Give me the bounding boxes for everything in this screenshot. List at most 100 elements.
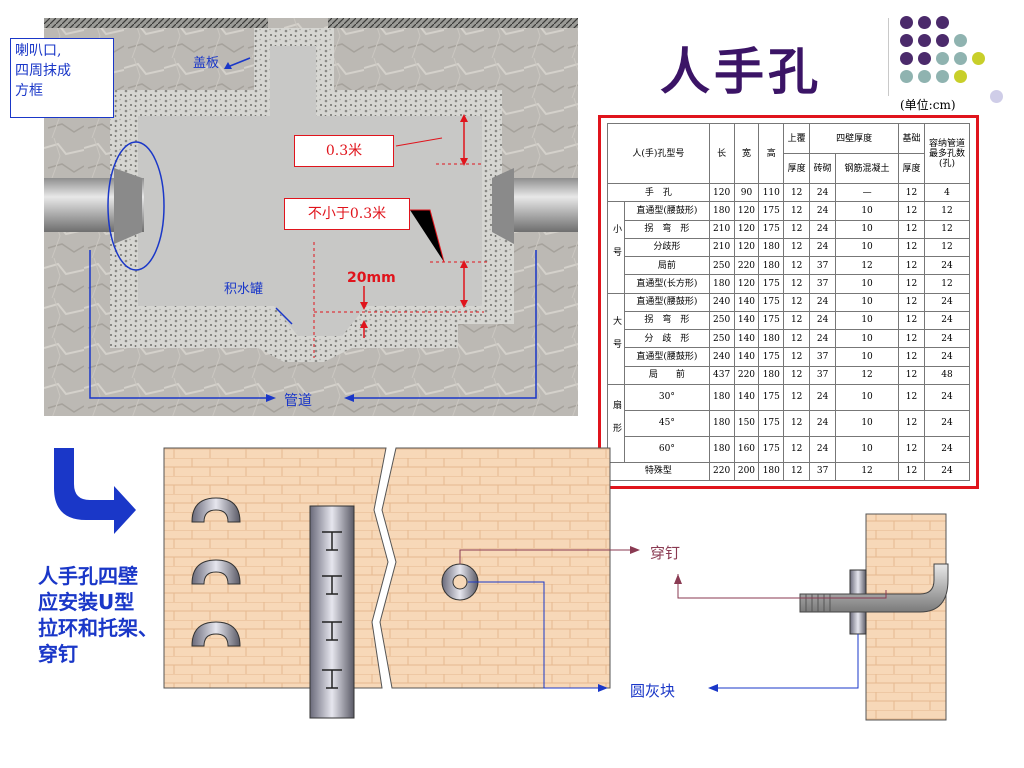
row-type-name: 局前 xyxy=(624,255,710,276)
col-header-brick: 砖砌 xyxy=(809,153,837,184)
table-cell: 175 xyxy=(758,219,785,239)
table-cell: 12 xyxy=(897,461,926,482)
table-cell: 12 xyxy=(783,201,811,221)
table-cell: 120 xyxy=(733,274,760,294)
table-cell: 12 xyxy=(924,237,970,258)
table-cell: 175 xyxy=(758,310,785,331)
col-header-model: 人(手)孔型号 xyxy=(607,123,710,184)
table-cell: 10 xyxy=(835,347,899,367)
col-header-width: 宽 xyxy=(733,123,760,184)
table-cell: 12 xyxy=(897,310,926,331)
table-cell: 24 xyxy=(924,347,970,367)
mouth-label-line: 喇叭口, xyxy=(15,43,62,59)
table-cell: 240 xyxy=(708,292,735,312)
pipe-label: 管道 xyxy=(284,393,312,409)
title-divider xyxy=(888,18,889,96)
table-cell: 220 xyxy=(733,255,760,276)
cover-label: 盖板 xyxy=(193,56,220,71)
row-type-name: 60° xyxy=(624,435,710,463)
table-cell: 180 xyxy=(758,255,785,276)
table-cell: 12 xyxy=(783,347,811,367)
hardware-note-line: 拉环和托架、 xyxy=(38,616,158,640)
table-cell: 175 xyxy=(758,201,785,221)
row-type-name: 手 孔 xyxy=(607,182,710,203)
table-cell: 250 xyxy=(708,328,735,349)
col-header-wall: 四壁厚度 xyxy=(809,123,899,154)
table-cell: 220 xyxy=(708,461,735,482)
table-cell: 24 xyxy=(924,383,970,411)
table-cell: 12 xyxy=(783,310,811,331)
mouth-label-box: 喇叭口, 四周抹成 方框 xyxy=(10,38,114,118)
table-cell: 175 xyxy=(758,435,785,463)
row-type-name: 局 前 xyxy=(624,365,710,385)
table-cell: 48 xyxy=(924,365,970,385)
row-type-name: 分 歧 形 xyxy=(624,328,710,349)
row-type-name: 直通型(腰鼓形) xyxy=(624,201,710,221)
table-cell: 12 xyxy=(924,274,970,294)
table-cell: 175 xyxy=(758,347,785,367)
row-group-label: 大号 xyxy=(607,292,625,385)
row-type-name: 30° xyxy=(624,383,710,411)
dim-top-label: 0.3米 xyxy=(294,135,394,167)
table-cell: 12 xyxy=(897,274,926,294)
table-cell: 250 xyxy=(708,310,735,331)
bolt-label: 穿钉 xyxy=(650,544,681,562)
table-cell: 24 xyxy=(809,292,837,312)
hardware-note-line: 穿钉 xyxy=(38,642,78,666)
table-cell: 12 xyxy=(783,292,811,312)
table-cell: 12 xyxy=(897,292,926,312)
wall-hardware-diagram xyxy=(54,447,949,721)
table-cell: 12 xyxy=(897,365,926,385)
table-cell: 10 xyxy=(835,274,899,294)
table-cell: 140 xyxy=(733,292,760,312)
table-cell: 24 xyxy=(924,310,970,331)
table-cell: 210 xyxy=(708,237,735,258)
table-cell: 12 xyxy=(897,383,926,411)
table-cell: 140 xyxy=(733,310,760,331)
table-cell: 12 xyxy=(897,219,926,239)
table-cell: 24 xyxy=(809,237,837,258)
table-cell: 12 xyxy=(897,409,926,437)
col-header-top-sub: 厚度 xyxy=(783,153,811,184)
row-type-name: 拐 弯 形 xyxy=(624,310,710,331)
table-cell: 12 xyxy=(924,201,970,221)
table-cell: 180 xyxy=(708,383,735,411)
spec-table-frame: 人(手)孔型号 长 宽 高 上覆 四壁厚度 基础 容纳管道最多孔数(孔) 厚度 … xyxy=(598,115,979,489)
table-cell: 210 xyxy=(708,219,735,239)
table-cell: 180 xyxy=(708,201,735,221)
hardware-note: 人手孔四壁 应安装U型 拉环和托架、 穿钉 xyxy=(38,563,158,667)
table-cell: 180 xyxy=(708,409,735,437)
table-cell: 10 xyxy=(835,237,899,258)
table-cell: 37 xyxy=(809,347,837,367)
table-cell: 10 xyxy=(835,201,899,221)
table-cell: 12 xyxy=(897,435,926,463)
row-type-name: 特殊型 xyxy=(607,461,710,482)
table-cell: 24 xyxy=(924,328,970,349)
table-cell: 24 xyxy=(809,409,837,437)
table-cell: 120 xyxy=(733,237,760,258)
table-cell: 12 xyxy=(835,255,899,276)
table-cell: 24 xyxy=(809,182,837,203)
table-cell: 37 xyxy=(809,274,837,294)
col-header-top: 上覆 xyxy=(783,123,811,154)
table-cell: 10 xyxy=(835,328,899,349)
table-cell: 24 xyxy=(809,219,837,239)
washer-label: 圆灰块 xyxy=(630,682,676,700)
table-cell: 437 xyxy=(708,365,735,385)
table-cell: 175 xyxy=(758,383,785,411)
table-cell: 175 xyxy=(758,292,785,312)
table-cell: 12 xyxy=(783,461,811,482)
table-cell: 12 xyxy=(897,237,926,258)
table-cell: 12 xyxy=(924,219,970,239)
table-cell: 12 xyxy=(783,182,811,203)
table-cell: 10 xyxy=(835,310,899,331)
spec-table: 人(手)孔型号 长 宽 高 上覆 四壁厚度 基础 容纳管道最多孔数(孔) 厚度 … xyxy=(607,123,970,482)
